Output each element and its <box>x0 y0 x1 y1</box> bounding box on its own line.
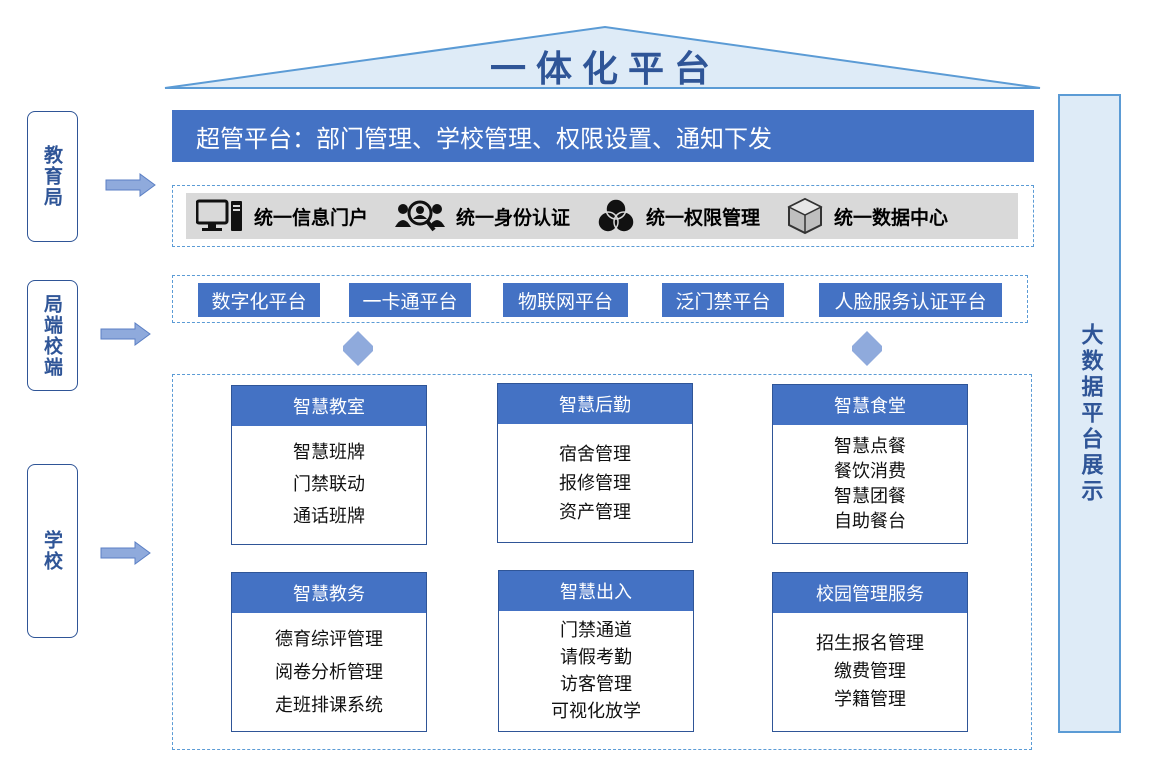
platform-access-control: 泛门禁平台 <box>662 283 784 317</box>
module-item: 招生报名管理 <box>816 633 924 654</box>
side-label-bureau-school: 局端校端 <box>27 280 78 391</box>
module-item: 门禁通道 <box>560 620 632 641</box>
module-title: 智慧后勤 <box>498 384 692 424</box>
unified-services-frame <box>172 185 1034 247</box>
cube-icon <box>787 197 823 235</box>
module-smart-academic: 智慧教务 德育综评管理 阅卷分析管理 走班排课系统 <box>231 572 427 732</box>
overlapping-circles-icon <box>597 198 635 233</box>
module-title: 智慧教务 <box>232 573 426 613</box>
module-item: 请假考勤 <box>560 647 632 668</box>
module-smart-logistics: 智慧后勤 宿舍管理 报修管理 资产管理 <box>497 383 693 543</box>
right-arrow-icon <box>100 541 151 565</box>
platforms-frame <box>172 275 1028 323</box>
unified-item-portal: 统一信息门户 <box>196 198 368 234</box>
module-title: 校园管理服务 <box>773 573 967 613</box>
unified-item-label: 统一数据中心 <box>834 206 949 229</box>
unified-services-band: 统一信息门户 统一身份认证 统一权限管理 <box>186 193 1018 239</box>
module-item: 走班排课系统 <box>275 694 383 716</box>
module-item: 门禁联动 <box>293 474 365 495</box>
module-item: 智慧班牌 <box>293 442 365 463</box>
unified-item-permission: 统一权限管理 <box>596 197 760 235</box>
platform-title: 一体化平台 <box>489 49 720 90</box>
side-label-text: 教育局 <box>41 145 63 208</box>
module-item: 访客管理 <box>560 674 632 695</box>
module-item: 德育综评管理 <box>275 628 383 650</box>
right-arrow-icon <box>105 173 156 197</box>
module-item: 智慧点餐 <box>834 436 906 457</box>
module-item: 学籍管理 <box>834 689 906 710</box>
module-item: 餐饮消费 <box>834 461 906 482</box>
unified-item-label: 统一身份认证 <box>456 206 571 229</box>
unified-item-label: 统一信息门户 <box>254 206 369 229</box>
module-smart-canteen: 智慧食堂 智慧点餐 餐饮消费 智慧团餐 自助餐台 <box>772 384 968 544</box>
module-item: 自助餐台 <box>834 511 906 532</box>
modules-frame <box>172 374 1032 750</box>
module-item: 资产管理 <box>559 501 631 523</box>
platform-iot: 物联网平台 <box>503 283 628 317</box>
platform-digital: 数字化平台 <box>198 283 320 317</box>
roof-shape <box>164 25 1041 89</box>
big-data-label: 大数据平台展示 <box>1077 322 1103 505</box>
side-label-school: 学校 <box>27 464 78 638</box>
module-title: 智慧教室 <box>232 386 426 426</box>
module-campus-management: 校园管理服务 招生报名管理 缴费管理 学籍管理 <box>772 572 968 732</box>
up-down-arrow-icon <box>343 331 373 366</box>
platform-one-card: 一卡通平台 <box>349 283 471 317</box>
module-item: 报修管理 <box>559 472 631 494</box>
platform-face-auth: 人脸服务认证平台 <box>819 283 1002 317</box>
module-smart-entry: 智慧出入 门禁通道 请假考勤 访客管理 可视化放学 <box>498 570 694 732</box>
module-smart-classroom: 智慧教室 智慧班牌 门禁联动 通话班牌 <box>231 385 427 545</box>
side-label-education-bureau: 教育局 <box>27 111 78 242</box>
module-title: 智慧食堂 <box>773 385 967 425</box>
module-item: 可视化放学 <box>551 701 641 722</box>
computer-icon <box>196 199 242 231</box>
module-title: 智慧出入 <box>499 571 693 611</box>
users-search-icon <box>395 200 446 232</box>
side-label-text: 学校 <box>41 530 63 572</box>
super-admin-platform-bar: 超管平台：部门管理、学校管理、权限设置、通知下发 <box>172 110 1034 162</box>
up-down-arrow-icon <box>852 331 882 366</box>
unified-item-data-center: 统一数据中心 <box>786 197 948 235</box>
unified-item-label: 统一权限管理 <box>646 206 761 229</box>
module-item: 缴费管理 <box>834 661 906 682</box>
module-item: 通话班牌 <box>293 506 365 527</box>
big-data-platform-bar: 大数据平台展示 <box>1058 94 1121 733</box>
unified-item-identity: 统一身份认证 <box>394 197 570 235</box>
right-arrow-icon <box>100 322 151 346</box>
module-item: 宿舍管理 <box>559 443 631 465</box>
module-item: 智慧团餐 <box>834 486 906 507</box>
module-item: 阅卷分析管理 <box>275 661 383 683</box>
side-label-text: 局端校端 <box>41 293 63 378</box>
